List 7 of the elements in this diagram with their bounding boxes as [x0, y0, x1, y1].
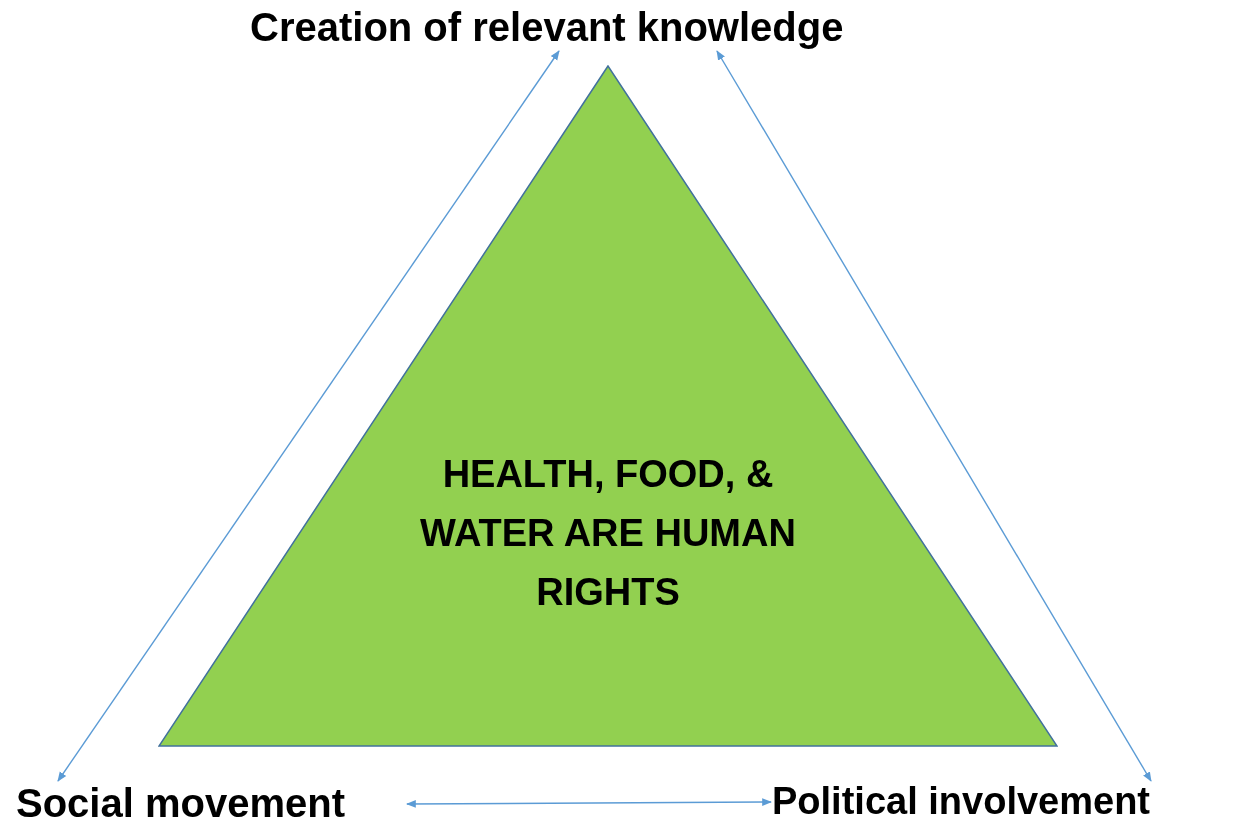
center-text: HEALTH, FOOD, & WATER ARE HUMAN RIGHTS [419, 452, 797, 615]
corner-label: Political involvement [772, 780, 1245, 824]
double-arrow [57, 50, 560, 782]
corner-label: Creation of relevant knowledge [250, 4, 844, 50]
corner-label: Social movement [16, 780, 406, 826]
double-arrow [406, 798, 772, 808]
double-arrow [716, 50, 1152, 782]
